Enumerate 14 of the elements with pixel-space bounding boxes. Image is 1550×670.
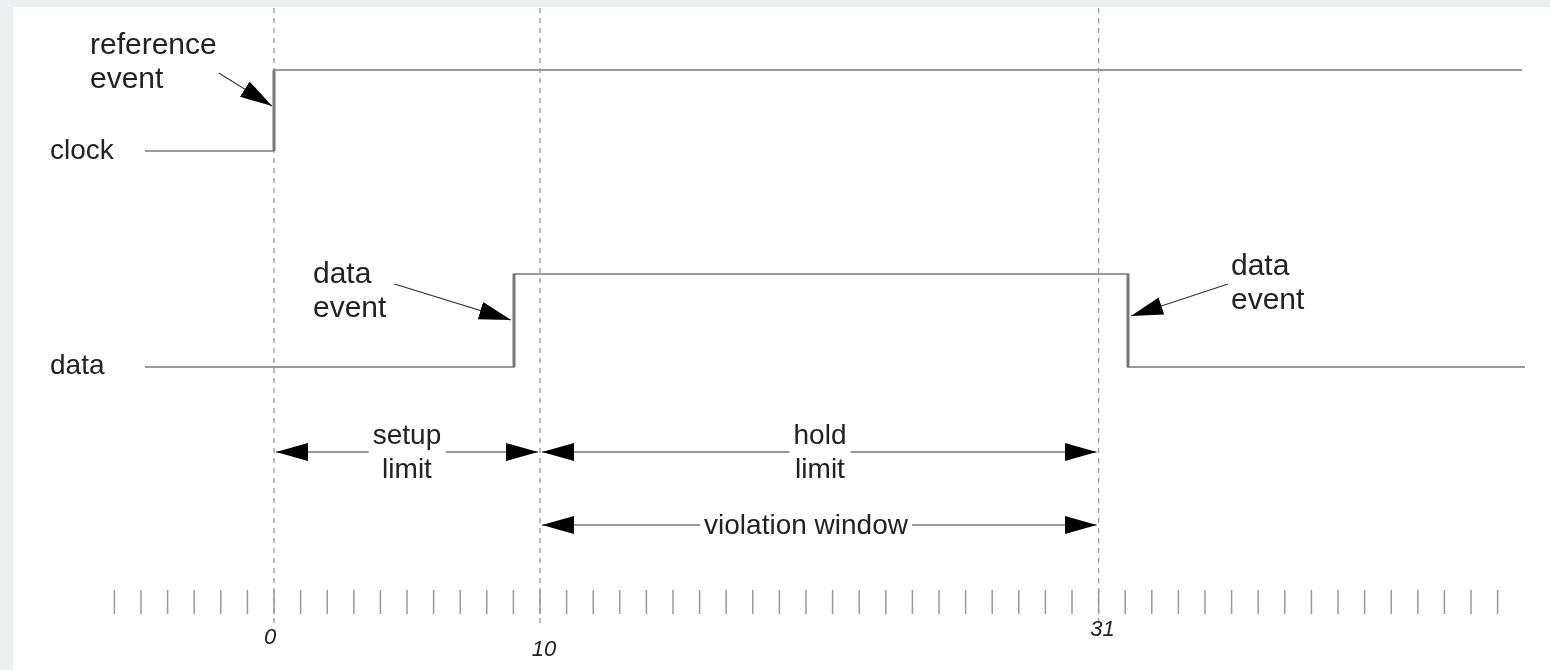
signal-edge xyxy=(512,274,516,367)
leader-line xyxy=(218,72,273,107)
tick-label: 0 xyxy=(263,624,277,650)
event-label: data event xyxy=(1231,248,1305,316)
signal-name: clock xyxy=(50,133,114,167)
leader-line xyxy=(393,283,512,321)
leader-line xyxy=(1130,283,1229,317)
tick-label: 31 xyxy=(1090,616,1115,642)
signal-edge xyxy=(1126,274,1130,367)
signal-edge xyxy=(272,70,276,151)
event-label: data event xyxy=(313,256,387,324)
tick-label: 10 xyxy=(531,636,557,662)
signal-name: data xyxy=(50,348,105,382)
event-label: reference event xyxy=(90,27,217,95)
